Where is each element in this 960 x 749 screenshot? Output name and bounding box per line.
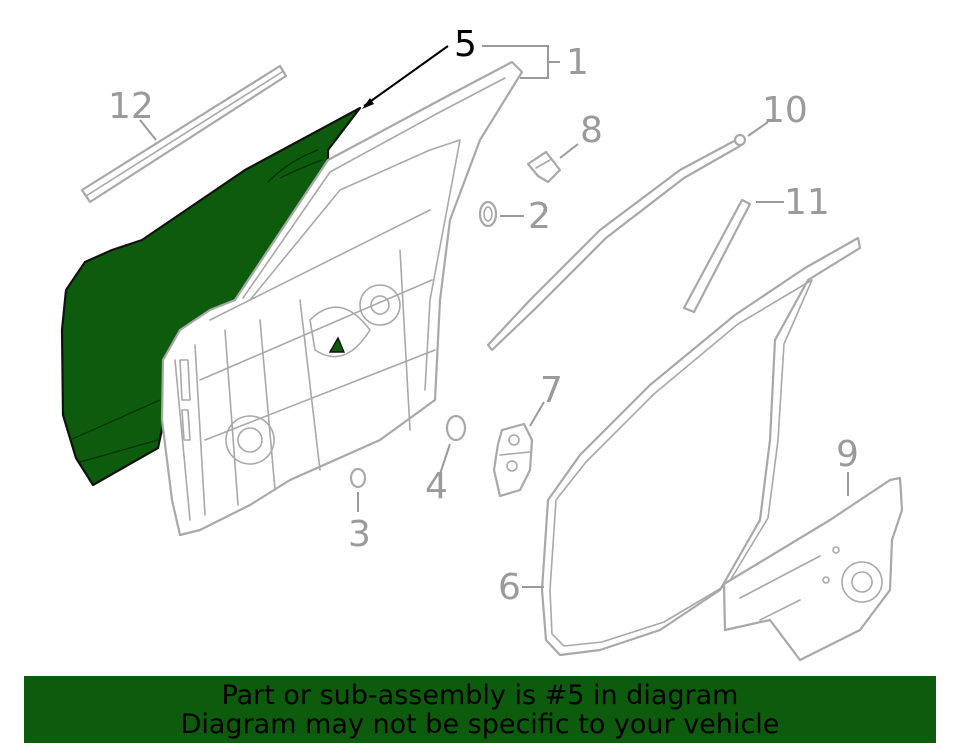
- part-7-bracket: [492, 422, 534, 498]
- callout-2: 2: [528, 196, 551, 237]
- part-11-trim-strip: [682, 198, 752, 314]
- callout-3: 3: [348, 514, 371, 555]
- arrowhead-5: [362, 98, 374, 109]
- part-8-clip: [526, 150, 562, 184]
- part-9-insulator: [722, 476, 904, 662]
- callout-12: 12: [108, 86, 154, 127]
- callout-7: 7: [540, 370, 563, 411]
- callout-9: 9: [836, 434, 859, 475]
- part-2-grommet: [478, 200, 498, 228]
- callout-5: 5: [454, 24, 477, 65]
- callout-6: 6: [498, 567, 521, 608]
- callout-10: 10: [762, 90, 808, 131]
- banner-line-1: Part or sub-assembly is #5 in diagram: [221, 679, 739, 711]
- callout-leaders: [139, 45, 849, 588]
- part-12-belt-molding: [80, 64, 288, 204]
- callout-11: 11: [784, 182, 830, 223]
- part-10-weatherstrip: [486, 133, 747, 352]
- part-6-door-weatherstrip: [540, 236, 862, 657]
- part-1-door-shell: [160, 60, 524, 537]
- callout-4: 4: [425, 466, 448, 507]
- callout-1: 1: [566, 42, 589, 83]
- banner-line-2: Diagram may not be specific to your vehi…: [180, 708, 780, 740]
- part-4-plug: [445, 414, 467, 442]
- part-3-plug: [349, 467, 367, 489]
- callout-8: 8: [580, 110, 603, 151]
- info-banner: Part or sub-assembly is #5 in diagram Di…: [24, 676, 936, 743]
